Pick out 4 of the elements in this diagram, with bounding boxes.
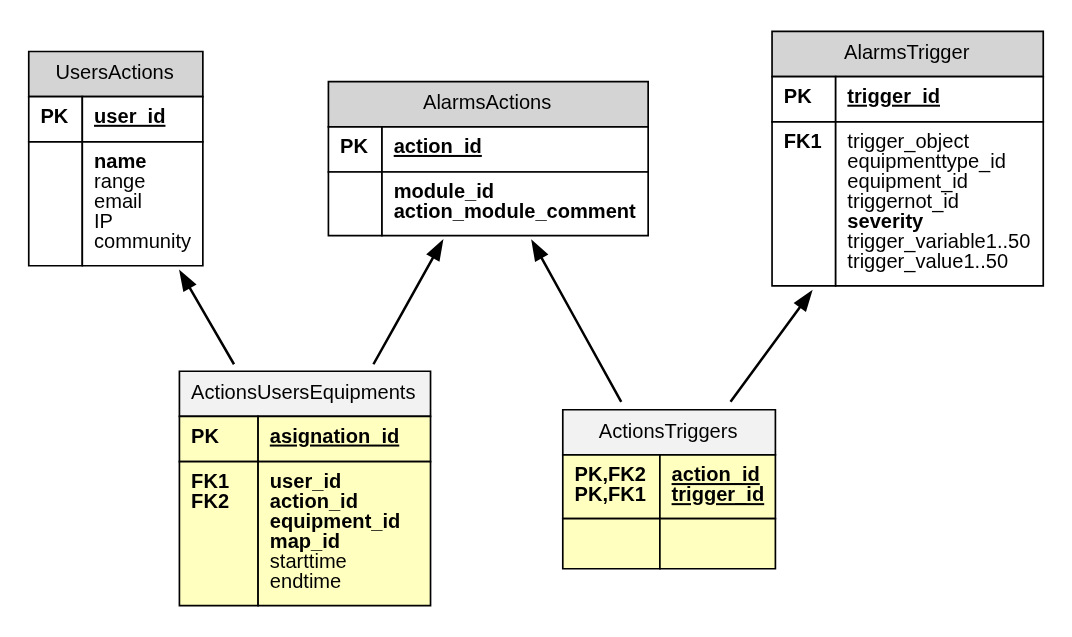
arrow <box>729 289 813 403</box>
arrow <box>531 239 623 403</box>
arrow <box>179 269 236 365</box>
arrow <box>372 239 444 365</box>
